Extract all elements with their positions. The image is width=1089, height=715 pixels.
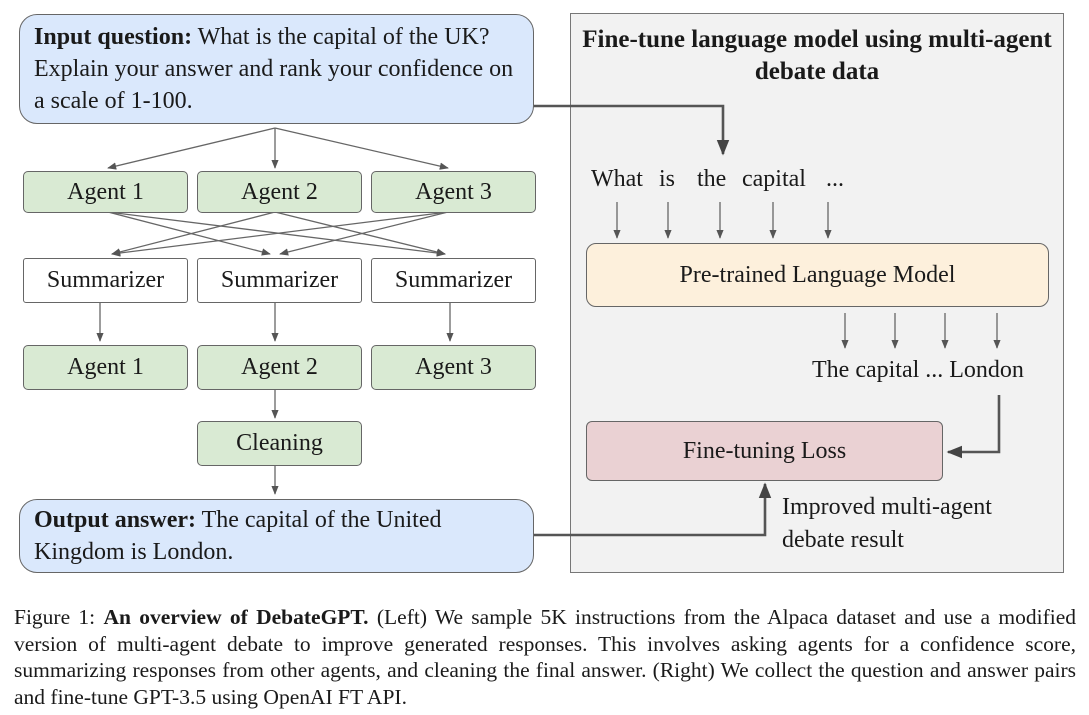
output-to-loss-arrow bbox=[946, 395, 1001, 459]
output-answer-text: The capital of the United Kingdom is Lon… bbox=[34, 507, 442, 565]
agent-2-round-1: Agent 2 bbox=[197, 171, 362, 213]
input-question-box: Input question: What is the capital of t… bbox=[19, 14, 534, 124]
figure-caption: Figure 1: An overview of DebateGPT. (Lef… bbox=[14, 604, 1076, 710]
output-answer-box: Output answer: The capital of the United… bbox=[19, 499, 534, 573]
caption-body: (Left) We sample 5K instructions from th… bbox=[14, 605, 1077, 709]
summarizer-2: Summarizer bbox=[197, 258, 362, 303]
agent-cross-arrows bbox=[107, 211, 449, 257]
input-to-finetune-arrow bbox=[533, 104, 730, 156]
input-to-agents-arrows bbox=[107, 127, 449, 170]
summarizer-3: Summarizer bbox=[371, 258, 536, 303]
cleaning-box: Cleaning bbox=[197, 421, 362, 466]
agent-3-round-2: Agent 3 bbox=[371, 345, 536, 390]
caption-bold-title: An overview of DebateGPT. bbox=[103, 605, 369, 629]
caption-prefix: Figure 1: bbox=[14, 605, 104, 629]
agent-1-round-1: Agent 1 bbox=[23, 171, 188, 213]
input-token-is: is bbox=[659, 166, 676, 192]
input-token-the: the bbox=[697, 166, 727, 192]
improved-result-text: Improved multi-agent debate result bbox=[782, 494, 992, 553]
output-tokens-text: The capital ... London bbox=[812, 357, 1024, 383]
input-question-label: Input question: bbox=[34, 24, 193, 50]
agent-3-round-1: Agent 3 bbox=[371, 171, 536, 213]
agent-2-round-2: Agent 2 bbox=[197, 345, 362, 390]
agent-1-round-2: Agent 1 bbox=[23, 345, 188, 390]
input-token-capital: capital bbox=[742, 166, 806, 192]
input-token-what: What bbox=[591, 166, 643, 192]
pretrained-lm-box: Pre-trained Language Model bbox=[586, 243, 1049, 307]
summarizer-1: Summarizer bbox=[23, 258, 188, 303]
token-input-arrows bbox=[613, 202, 832, 239]
input-token-ellipsis: ... bbox=[826, 166, 844, 192]
output-answer-label: Output answer: bbox=[34, 507, 197, 533]
answer-to-loss-arrow bbox=[533, 482, 772, 537]
token-output-arrows bbox=[841, 313, 1001, 349]
summarizer-to-agent-arrows bbox=[96, 303, 454, 495]
finetuning-loss-box: Fine-tuning Loss bbox=[586, 421, 943, 481]
panel-title: Fine-tune language model using multi-age… bbox=[582, 26, 1052, 85]
input-question-text: What is the capital of the UK? Explain y… bbox=[34, 24, 514, 114]
